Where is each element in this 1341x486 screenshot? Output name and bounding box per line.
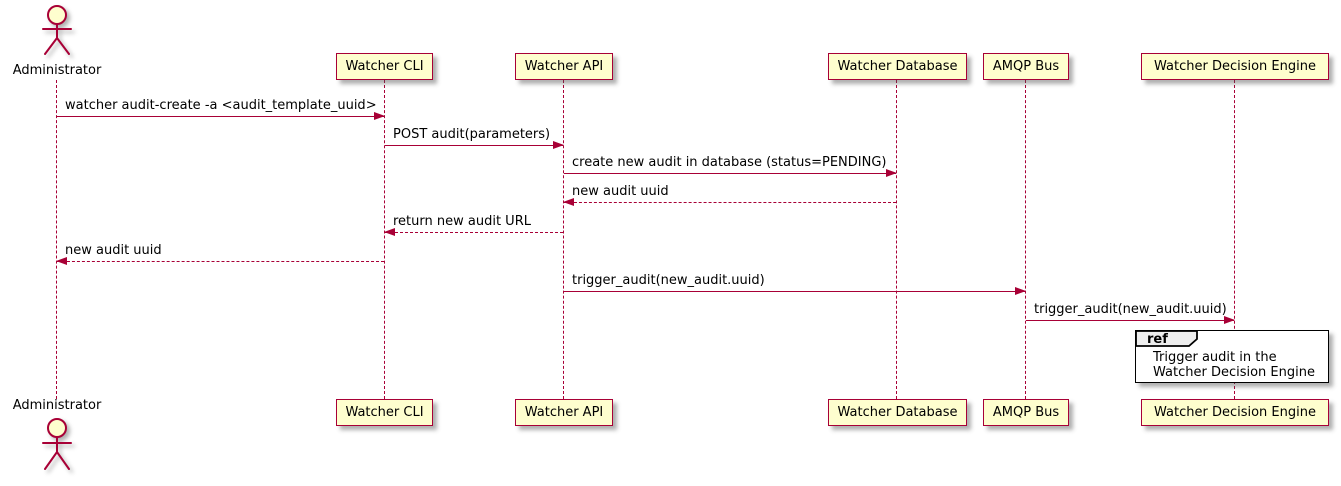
ref-tag-label: ref xyxy=(1147,332,1168,347)
participant-amqp-bus-top: AMQP Bus xyxy=(983,53,1069,80)
ref-tag-shape xyxy=(1135,330,1198,347)
participant-watcher-cli-bottom: Watcher CLI xyxy=(336,399,433,426)
message-new-audit-uuid-reply: new audit uuid xyxy=(563,183,896,206)
message-audit-create: watcher audit-create -a <audit_template_… xyxy=(57,97,385,120)
arrowhead-icon xyxy=(886,169,897,177)
arrowhead-icon xyxy=(563,198,574,206)
lifeline-watcher-decision-engine xyxy=(1234,80,1235,399)
participant-amqp-bus-bottom: AMQP Bus xyxy=(983,399,1069,426)
actor-icon xyxy=(42,5,72,55)
message-return-audit-url: return new audit URL xyxy=(384,213,563,236)
message-trigger-audit-amqp: trigger_audit(new_audit.uuid) xyxy=(564,272,1026,295)
participant-watcher-database-top: Watcher Database xyxy=(828,53,967,80)
message-new-audit-uuid-to-admin: new audit uuid xyxy=(56,242,384,265)
ref-fragment: ref Trigger audit in the Watcher Decisio… xyxy=(1135,330,1329,383)
participant-watcher-api-top: Watcher API xyxy=(515,53,613,80)
actor-label: Administrator xyxy=(12,398,102,413)
lifeline-amqp-bus xyxy=(1025,80,1026,399)
arrowhead-icon xyxy=(374,112,385,120)
message-arrow-right xyxy=(57,112,385,120)
actor-label: Administrator xyxy=(12,63,102,78)
message-label: POST audit(parameters) xyxy=(393,127,551,142)
message-arrow-right xyxy=(564,169,897,177)
message-post-audit: POST audit(parameters) xyxy=(385,126,564,149)
message-label: create new audit in database (status=PEN… xyxy=(572,155,887,170)
message-arrow-right xyxy=(564,287,1026,295)
lifeline-watcher-cli xyxy=(384,80,385,399)
message-arrow-left xyxy=(56,257,384,265)
message-label: new audit uuid xyxy=(572,184,669,199)
arrowhead-icon xyxy=(1224,316,1235,324)
participant-watcher-database-bottom: Watcher Database xyxy=(828,399,967,426)
message-label: new audit uuid xyxy=(65,243,162,258)
arrowhead-icon xyxy=(384,228,395,236)
lifeline-administrator xyxy=(56,80,57,399)
participant-watcher-decision-engine-bottom: Watcher Decision Engine xyxy=(1141,399,1329,426)
message-label: trigger_audit(new_audit.uuid) xyxy=(572,273,765,288)
ref-text-line2: Watcher Decision Engine xyxy=(1153,364,1315,380)
lifeline-watcher-database xyxy=(896,80,897,399)
message-label: trigger_audit(new_audit.uuid) xyxy=(1034,302,1227,317)
message-arrow-right xyxy=(1026,316,1235,324)
participant-watcher-cli-top: Watcher CLI xyxy=(336,53,433,80)
message-trigger-audit-engine: trigger_audit(new_audit.uuid) xyxy=(1026,301,1235,324)
message-label: watcher audit-create -a <audit_template_… xyxy=(65,98,377,113)
participant-watcher-api-bottom: Watcher API xyxy=(515,399,613,426)
message-arrow-left xyxy=(563,198,896,206)
arrowhead-icon xyxy=(56,257,67,265)
message-create-new-audit: create new audit in database (status=PEN… xyxy=(564,154,897,177)
participant-watcher-decision-engine-top: Watcher Decision Engine xyxy=(1141,53,1329,80)
message-arrow-left xyxy=(384,228,563,236)
message-label: return new audit URL xyxy=(393,214,531,229)
message-arrow-right xyxy=(385,141,564,149)
arrowhead-icon xyxy=(553,141,564,149)
ref-text-line1: Trigger audit in the xyxy=(1153,350,1277,365)
actor-icon xyxy=(42,418,72,470)
lifeline-watcher-api xyxy=(563,80,564,399)
actor-administrator-bottom: Administrator xyxy=(2,398,112,474)
arrowhead-icon xyxy=(1015,287,1026,295)
actor-administrator-top: Administrator xyxy=(2,3,112,79)
